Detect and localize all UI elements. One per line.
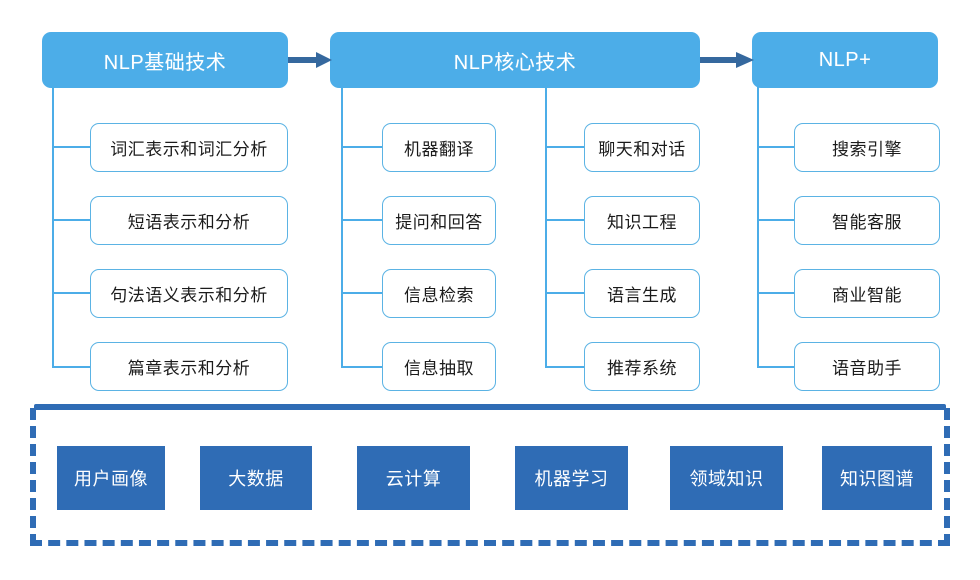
- header-nlp-plus[interactable]: NLP+: [752, 32, 938, 88]
- leaf-box[interactable]: 商业智能: [794, 269, 940, 318]
- leaf-box[interactable]: 聊天和对话: [584, 123, 700, 172]
- connector-stub: [757, 292, 794, 294]
- connector-stub: [757, 146, 794, 148]
- connector-stub: [52, 146, 90, 148]
- connector-trunk-core-left: [341, 86, 343, 368]
- connector-stub: [52, 366, 90, 368]
- leaf-box[interactable]: 搜索引擎: [794, 123, 940, 172]
- leaf-box[interactable]: 智能客服: [794, 196, 940, 245]
- leaf-box[interactable]: 机器翻译: [382, 123, 496, 172]
- connector-stub: [341, 146, 382, 148]
- connector-stub: [341, 366, 382, 368]
- leaf-box[interactable]: 信息抽取: [382, 342, 496, 391]
- leaf-box[interactable]: 篇章表示和分析: [90, 342, 288, 391]
- foundation-box[interactable]: 机器学习: [515, 446, 628, 510]
- foundation-container: [30, 404, 950, 546]
- header-nlp-core[interactable]: NLP核心技术: [330, 32, 700, 88]
- leaf-box[interactable]: 提问和回答: [382, 196, 496, 245]
- leaf-box[interactable]: 语音助手: [794, 342, 940, 391]
- connector-stub: [52, 292, 90, 294]
- foundation-border-top: [34, 404, 946, 410]
- foundation-border-right: [944, 408, 950, 546]
- foundation-box[interactable]: 用户画像: [57, 446, 165, 510]
- connector-stub: [545, 146, 584, 148]
- foundation-box[interactable]: 云计算: [357, 446, 470, 510]
- foundation-border-left: [30, 408, 36, 546]
- connector-stub: [545, 219, 584, 221]
- foundation-border-bottom: [30, 540, 950, 546]
- leaf-box[interactable]: 句法语义表示和分析: [90, 269, 288, 318]
- foundation-box[interactable]: 大数据: [200, 446, 312, 510]
- connector-trunk-core-right: [545, 86, 547, 368]
- connector-stub: [757, 219, 794, 221]
- connector-stub: [341, 292, 382, 294]
- connector-stub: [757, 366, 794, 368]
- leaf-box[interactable]: 语言生成: [584, 269, 700, 318]
- arrow-right-icon-core-to-plus: [700, 52, 754, 68]
- leaf-box[interactable]: 短语表示和分析: [90, 196, 288, 245]
- leaf-box[interactable]: 知识工程: [584, 196, 700, 245]
- connector-trunk-basic: [52, 86, 54, 368]
- arrow-right-icon-basic-to-core: [288, 52, 332, 68]
- header-nlp-basic[interactable]: NLP基础技术: [42, 32, 288, 88]
- foundation-box[interactable]: 领域知识: [670, 446, 783, 510]
- connector-stub: [52, 219, 90, 221]
- connector-trunk-plus: [757, 86, 759, 368]
- leaf-box[interactable]: 词汇表示和词汇分析: [90, 123, 288, 172]
- leaf-box[interactable]: 推荐系统: [584, 342, 700, 391]
- leaf-box[interactable]: 信息检索: [382, 269, 496, 318]
- connector-stub: [545, 292, 584, 294]
- connector-stub: [341, 219, 382, 221]
- foundation-box[interactable]: 知识图谱: [822, 446, 932, 510]
- connector-stub: [545, 366, 584, 368]
